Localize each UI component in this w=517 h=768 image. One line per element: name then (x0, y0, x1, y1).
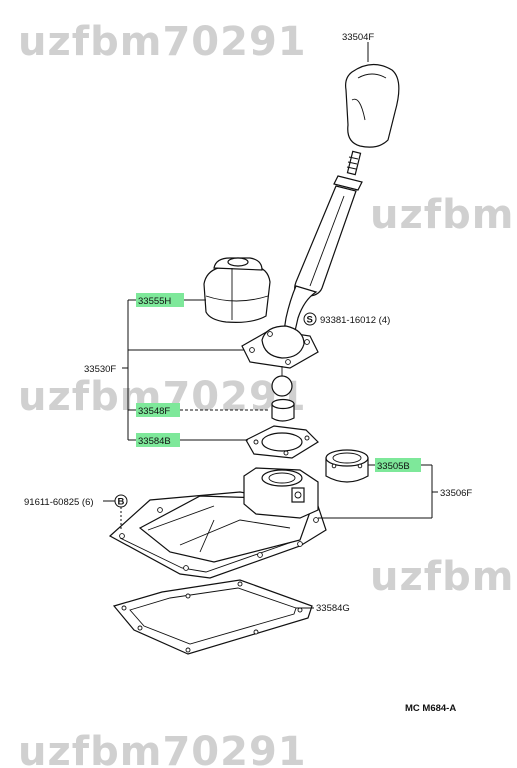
watermark-text: uzfbm7 (370, 554, 517, 600)
label-bolt: 93381-16012 (4) (320, 315, 390, 326)
label-lever-assy: 33530F (84, 364, 116, 375)
label-retainer: 33506F (440, 488, 472, 499)
shift-housing-part (108, 467, 327, 579)
label-highlight (375, 458, 421, 472)
label-highlight (136, 433, 180, 447)
lever-seat-part (271, 398, 295, 422)
lower-gasket-part (112, 579, 313, 655)
bolt-symbol: S (303, 312, 317, 326)
label-bushing: 33505B (377, 461, 410, 472)
figure-code: MC M684-A (405, 703, 456, 714)
label-gasket-upper: 33584B (138, 436, 171, 447)
label-nut: 91611-60825 (6) (24, 497, 94, 508)
label-highlight (136, 403, 180, 417)
label-gasket-lower: 33584G (316, 603, 350, 614)
upper-gasket-part (245, 425, 319, 459)
label-highlight (136, 293, 184, 307)
nut-symbol-letter: B (118, 497, 125, 508)
lever-retainer-plate (241, 325, 319, 369)
bushing-part (325, 449, 369, 483)
label-knob: 33504F (342, 32, 374, 43)
bolt-symbol-letter: S (307, 315, 313, 326)
watermark-text: uzfbm70291 (18, 729, 307, 768)
watermark-text: uzfbm70291 (18, 19, 307, 65)
nut-symbol: B (114, 494, 128, 508)
shift-boot-part (203, 257, 271, 323)
shift-knob-part (345, 63, 400, 148)
lever-ball (271, 375, 293, 397)
label-boot: 33555H (138, 296, 171, 307)
watermark-text: uzfbm7 (370, 192, 517, 238)
label-seat: 33548F (138, 406, 170, 417)
